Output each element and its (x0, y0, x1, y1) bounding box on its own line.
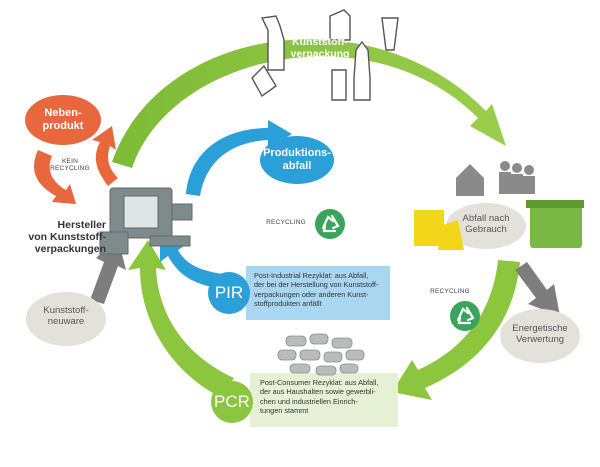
grey-arrow-energy (515, 262, 560, 316)
energy-recovery-bubble (500, 309, 580, 363)
virgin-plastic-label: Kunststoff- neuware (43, 305, 89, 327)
production-waste-bubble (260, 136, 334, 184)
recycling-icon-top (315, 209, 345, 239)
recycling-label-bottom: RECYCLING (430, 288, 470, 295)
by-product-label: Neben- produkt (42, 107, 84, 132)
pcr-note-box (250, 373, 398, 427)
waste-after-use-bubble (446, 203, 526, 249)
plastic-packaging-label: Kunststoff- verpackung (290, 36, 350, 61)
waste-bins-icon (414, 200, 584, 250)
green-arrow-top (112, 39, 506, 168)
recycling-icon-bottom (450, 301, 480, 331)
virgin-plastic-bubble (26, 292, 106, 346)
orange-arrow-up (92, 126, 118, 186)
waste-after-use-label: Abfall nach Gebrauch (462, 213, 510, 235)
plastic-pellets-icon (277, 333, 365, 376)
blue-arrow-production (186, 120, 292, 196)
green-arrow-bottom-left (128, 240, 234, 398)
pir-description: Post-Industrial Rezyklat: aus Abfall, de… (254, 271, 379, 308)
blue-arrow-pir (160, 236, 222, 288)
production-waste-label: Produktions- abfall (263, 147, 331, 172)
pcr-description: Post-Consumer Rezyklat: aus Abfall, der … (260, 378, 379, 415)
bottles-and-cup-icon (251, 9, 399, 101)
orange-arrow-down (34, 150, 76, 204)
energy-recovery-label: Energetische Verwertung (512, 323, 568, 345)
pir-badge-circle (208, 272, 250, 314)
recycling-label-top: RECYCLING (266, 219, 306, 226)
pir-badge: PIR (214, 283, 244, 302)
no-recycling-label: KEIN RECYCLING (50, 158, 90, 173)
pir-note-box (246, 266, 390, 320)
by-product-bubble (25, 95, 101, 145)
pcr-badge-circle (211, 381, 253, 423)
houses-and-people-icon (456, 161, 535, 196)
extrusion-machine-icon (99, 187, 193, 255)
manufacturer-label: Hersteller von Kunststoff- verpackungen (28, 219, 106, 256)
pcr-badge: PCR (214, 392, 250, 411)
green-arrow-right (392, 260, 520, 400)
